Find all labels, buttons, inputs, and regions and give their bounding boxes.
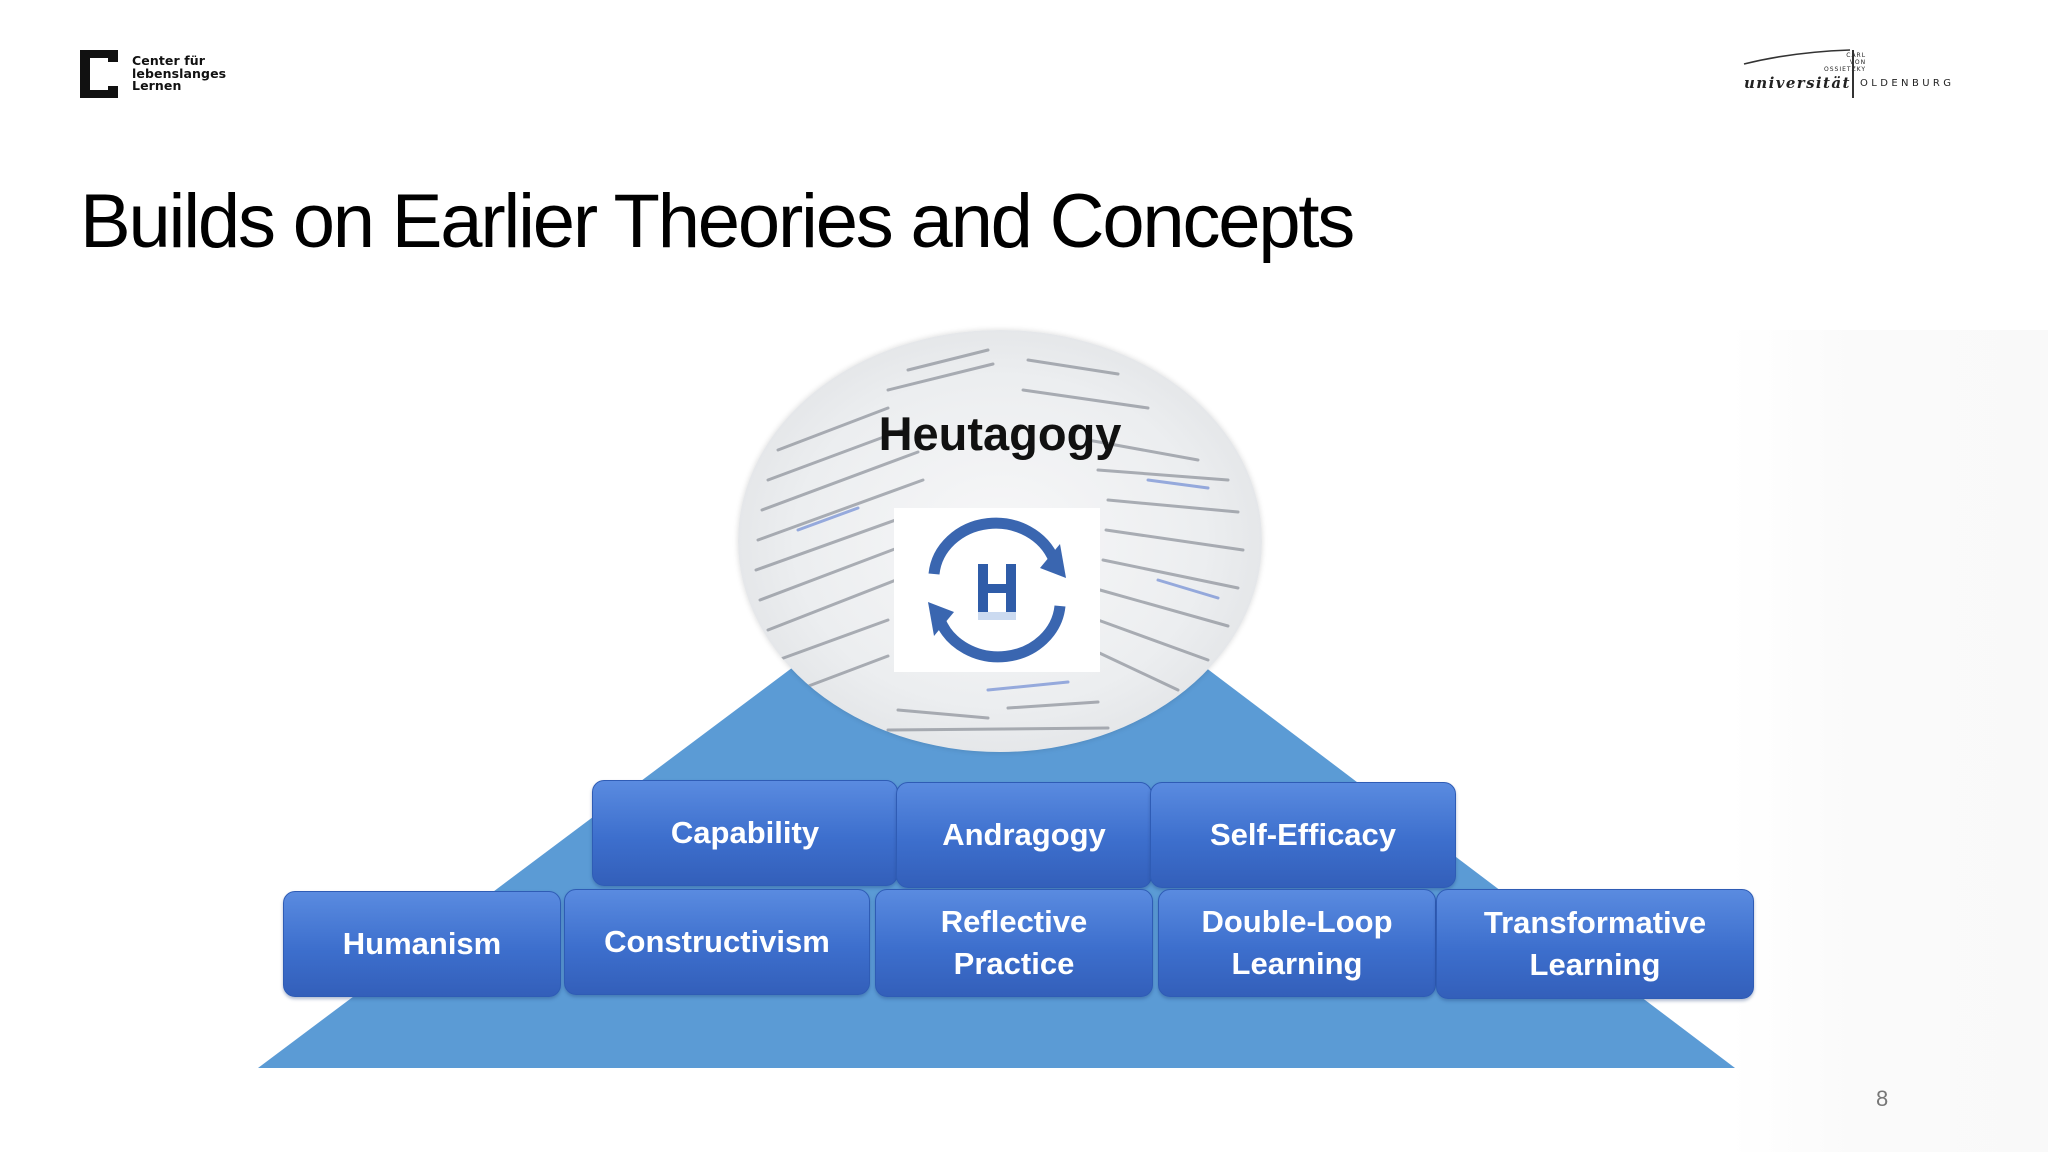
heutagogy-logo	[894, 508, 1100, 672]
block-andragogy-label: Andragogy	[942, 817, 1106, 852]
logo-left-line-3: Lernen	[132, 78, 182, 94]
heutagogy-h-cycle-icon	[928, 517, 1066, 663]
logo-left-line-1: Center für	[132, 53, 206, 69]
logo-divider	[1852, 50, 1854, 98]
logo-arc-icon	[1743, 49, 1851, 65]
slide-title: Builds on Earlier Theories and Concepts	[80, 179, 1355, 264]
page-number: 8	[1876, 1086, 1889, 1111]
logo-name-line-1: CARL	[1846, 52, 1867, 59]
block-capability-label: Capability	[670, 815, 820, 850]
block-andragogy: Andragogy	[896, 782, 1152, 888]
universitaet-oldenburg-logo: CARL VON OSSIETZKY universität OLDENBURG	[1742, 48, 1972, 100]
block-transformative-learning-line-1: Transformative	[1483, 905, 1707, 940]
block-transformative-learning: Transformative Learning	[1436, 889, 1754, 999]
logo-name-line-3: OSSIETZKY	[1824, 66, 1867, 73]
block-reflective-practice: Reflective Practice	[875, 889, 1153, 997]
logo-left-text: Center für lebenslanges Lernen	[132, 55, 226, 93]
logo-universitaet-word: universität	[1744, 74, 1851, 92]
logo-name-lines: CARL VON OSSIETZKY	[1824, 52, 1866, 73]
block-double-loop-learning-line-1: Double-Loop	[1201, 904, 1393, 939]
block-reflective-practice-line-2: Practice	[953, 946, 1075, 981]
dictionary-texture-icon	[754, 348, 1245, 732]
block-capability: Capability	[592, 780, 898, 886]
block-self-efficacy: Self-Efficacy	[1150, 782, 1456, 888]
block-self-efficacy-label: Self-Efficacy	[1209, 817, 1397, 852]
block-humanism: Humanism	[283, 891, 561, 997]
block-humanism-line-1: Humanism	[342, 926, 502, 961]
block-constructivism: Constructivism	[564, 889, 870, 995]
block-double-loop-learning: Double-Loop Learning	[1158, 889, 1436, 997]
block-constructivism-line-1: Constructivism	[604, 924, 830, 959]
heutagogy-oval: Heutagogy	[738, 330, 1262, 752]
center-lebenslanges-lernen-logo: Center für lebenslanges Lernen	[78, 48, 226, 100]
block-double-loop-learning-line-2: Learning	[1231, 946, 1363, 981]
cll-logo-mark-icon	[80, 50, 118, 98]
background-panel	[1730, 330, 2048, 1152]
logo-left-line-2: lebenslanges	[132, 65, 227, 81]
logo-city: OLDENBURG	[1860, 78, 1955, 89]
block-reflective-practice-line-1: Reflective	[940, 904, 1088, 939]
heutagogy-label: Heutagogy	[878, 407, 1122, 460]
logo-name-line-2: VON	[1849, 59, 1867, 66]
block-transformative-learning-line-2: Learning	[1529, 947, 1661, 982]
